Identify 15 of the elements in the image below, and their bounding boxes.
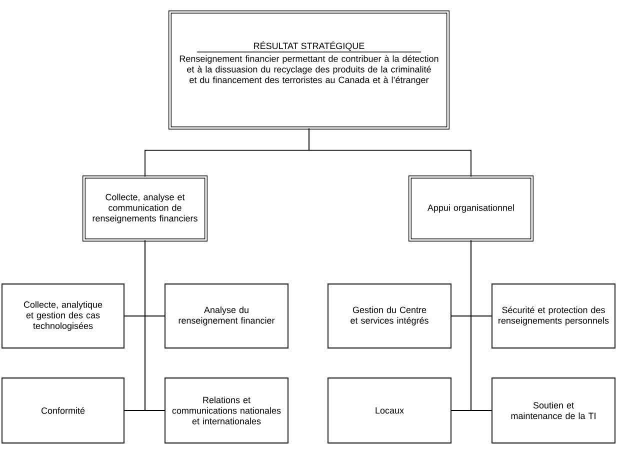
connector-line <box>470 240 492 411</box>
connector-line <box>308 128 472 178</box>
program-box: Collecte, analytique et gestion des cas technologisées <box>2 284 124 348</box>
unit-box: Appui organisationnel <box>408 176 534 242</box>
program-box: Analyse du renseignement financier <box>164 284 288 348</box>
program-box: Relations et communications nationales et internationales <box>164 378 288 444</box>
program-box: Conformité <box>2 378 124 444</box>
program-box: Gestion du Centre et services intégrés <box>328 284 452 348</box>
program-box: Soutien et maintenance de la TI <box>492 378 616 444</box>
connector-line <box>144 240 165 411</box>
unit-box: Collecte, analyse et communication de renseignements financiers <box>82 176 208 242</box>
program-box: Locaux <box>328 378 452 444</box>
heading: RÉSULTAT STRATÉGIQUE <box>254 41 364 51</box>
description: Renseignement financier permettant de contribuer à la détection et à la dissuasion du recyclage des produits de la criminalité et du financement des terroristes au Canada et à l’étranger <box>180 55 438 85</box>
program-box: Sécurité et protection des renseignements personnels <box>492 284 616 348</box>
